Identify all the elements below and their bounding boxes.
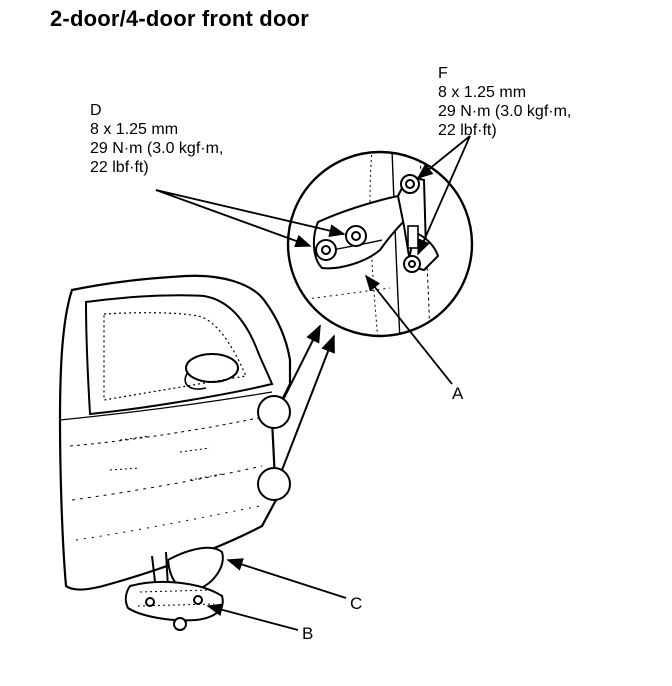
leader-lines [155,135,471,631]
lower-hinge-location [257,467,291,501]
callout-f-torque-metric: 29 N·m (3.0 kgf·m, [438,103,572,120]
callout-d-size: 8 x 1.25 mm [90,121,179,138]
upper-hinge-location [257,395,291,429]
label-a: A [452,384,464,403]
callout-f: F 8 x 1.25 mm 29 N·m (3.0 kgf·m, 22 lbf·… [438,64,571,140]
label-c: C [350,594,363,613]
callout-f-torque-imperial: 22 lbf·ft) [438,122,497,139]
diagram-title: 2-door/4-door front door [50,6,309,31]
zoom-arrows [281,324,335,471]
callout-d-letter: D [90,102,102,119]
label-b: B [302,624,314,643]
hinge-detail-zoom [286,150,474,338]
hinge-bolts [315,174,421,273]
door-panel [58,274,292,591]
callout-f-size: 8 x 1.25 mm [438,84,527,101]
callout-d: D 8 x 1.25 mm 29 N·m (3.0 kgf·m, 22 lbf·… [90,101,223,177]
callout-d-torque-metric: 29 N·m (3.0 kgf·m, [90,140,224,157]
door-check-and-hinge [124,546,224,631]
callout-f-letter: F [438,65,448,82]
callout-d-torque-imperial: 22 lbf·ft) [90,159,149,176]
